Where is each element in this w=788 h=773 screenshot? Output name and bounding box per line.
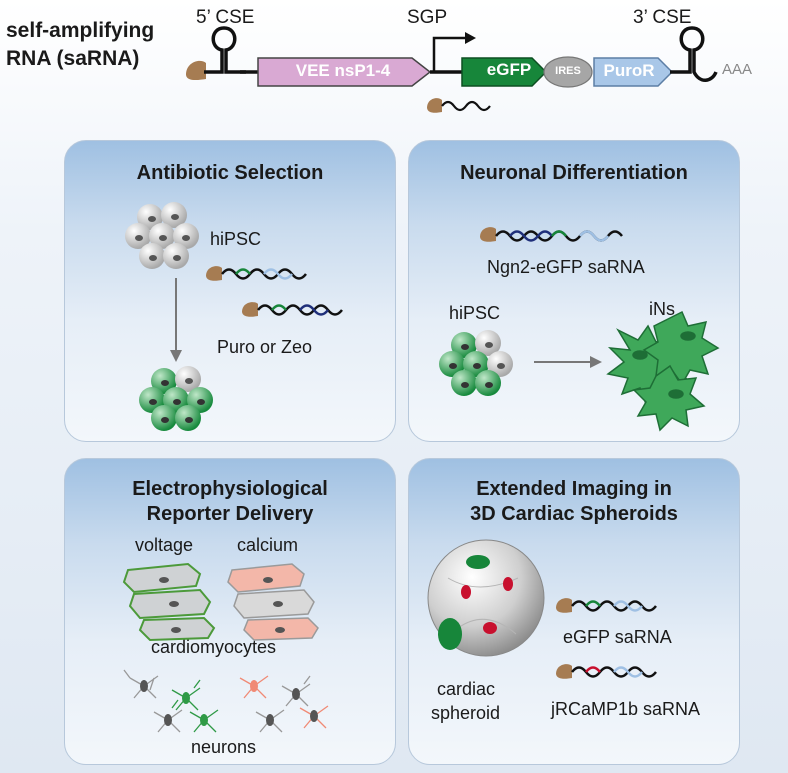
hipsc-label: hiPSC (449, 303, 501, 323)
hipsc-green-cluster (439, 330, 513, 396)
puror-block (593, 57, 674, 87)
green-cell-cluster (139, 366, 213, 431)
ins-neurons (606, 310, 720, 432)
ires-label: IRES (555, 65, 581, 77)
cardiac-spheroid (427, 539, 545, 657)
panel-title: Neuronal Differentiation (460, 162, 688, 184)
ires-block (543, 56, 593, 88)
sg-transcript (441, 100, 491, 112)
panel-title-line1: Electrophysiological (132, 478, 328, 500)
puror-label: PuroR (603, 61, 655, 80)
stem-loop-5prime (204, 26, 246, 74)
stem-loop-3prime (670, 26, 718, 82)
egfp-sarna-label: eGFP saRNA (563, 627, 672, 647)
grey-cell-cluster (125, 202, 199, 269)
panel-title: Antibiotic Selection (136, 162, 324, 184)
hipsc-label: hiPSC (210, 229, 262, 249)
construct-diagram (186, 26, 718, 113)
panel-antibiotic-selection: Antibiotic Selection hiPSC Puro or Zeo (64, 140, 396, 442)
sg-cap (427, 98, 442, 113)
neuronal-graphics (439, 227, 720, 432)
imaging-graphics (427, 539, 657, 679)
panel-title-line2: Reporter Delivery (146, 503, 314, 525)
ins-label: iNs (649, 299, 675, 319)
cse3-label: 3’ CSE (633, 7, 692, 28)
calcium-neurons (239, 675, 329, 733)
calcium-cardiomyocytes (227, 563, 319, 641)
antibiotic-graphics (125, 202, 343, 431)
vee-label: VEE nsP1-4 (295, 61, 391, 80)
panel-title-line2: 3D Cardiac Spheroids (470, 503, 678, 525)
cardiac-label: cardiac (437, 679, 496, 699)
calcium-label: calcium (237, 535, 299, 555)
title-line2: RNA (saRNA) (6, 47, 140, 70)
panel-title-line1: Extended Imaging in (476, 478, 672, 500)
ephys-graphics (122, 562, 329, 733)
jrcamp-label: jRCaMP1b saRNA (551, 699, 701, 719)
panel-ephys-reporter: Electrophysiological Reporter Delivery v… (64, 458, 396, 765)
sgp-arrow (432, 36, 466, 72)
egfp-label: eGFP (486, 60, 532, 79)
egfp-block (461, 57, 548, 87)
cap-5prime (186, 60, 206, 81)
cse5-label: 5’ CSE (196, 7, 255, 28)
cardiomyocytes-label: cardiomyocytes (151, 637, 277, 657)
title-line1: self-amplifying (6, 19, 155, 42)
ngn2-label: Ngn2-eGFP saRNA (487, 257, 645, 277)
puro-zeo-label: Puro or Zeo (217, 337, 313, 357)
sgp-label: SGP (407, 7, 448, 28)
spheroid-label: spheroid (431, 703, 501, 723)
voltage-cardiomyocytes (122, 562, 216, 642)
voltage-neurons (123, 669, 219, 733)
vee-block (257, 57, 432, 87)
neurons-label: neurons (191, 737, 257, 757)
polya-label: AAA (722, 61, 753, 78)
voltage-label: voltage (135, 535, 194, 555)
